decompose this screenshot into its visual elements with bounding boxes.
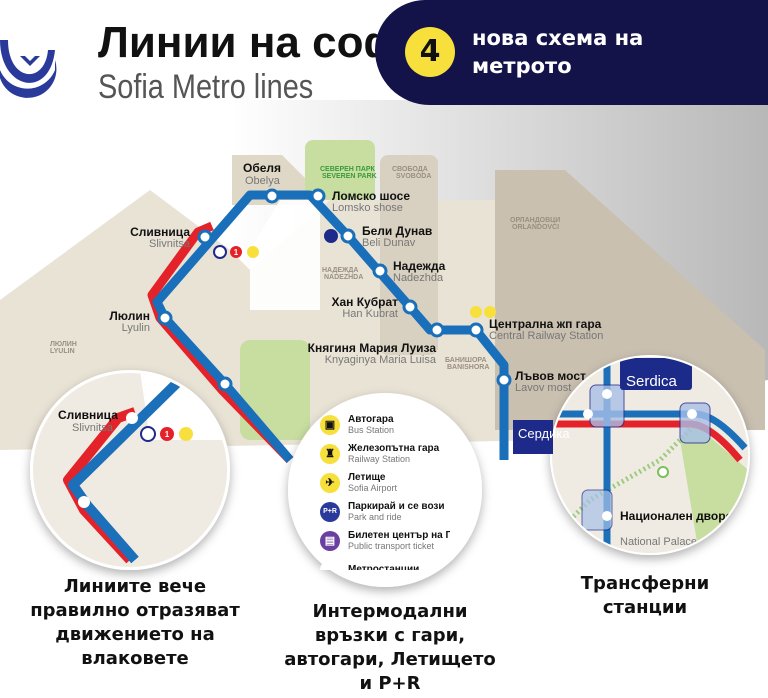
district-label: NADEZHDA [324,274,363,281]
caption-lines: Линиите вече правилно отразяват движение… [30,576,240,669]
svg-text:Княгиня Мария Луиза: Княгиня Мария Луиза [308,341,437,355]
bus-icon [247,246,259,258]
svg-text:1: 1 [165,430,170,439]
legend-label: Паркирай и се вози [348,500,445,512]
district-label: SVOBODA [396,173,431,180]
svg-text:Хан Кубрат: Хан Кубрат [331,295,398,309]
svg-text:Slivnitsa: Slivnitsa [149,238,191,250]
ticket-icon: ▤ [320,530,340,551]
svg-text:Обеля: Обеля [243,161,281,175]
page-title: Линии на софия [98,18,378,67]
svg-text:Сливница: Сливница [130,225,190,239]
caption-transfers: Трансферни станции [580,573,710,618]
svg-text:Ломско шосе: Ломско шосе [332,189,410,203]
legend-label: Летище [348,471,386,483]
legend-item: Метростанции [320,555,450,570]
district-label: SEVEREN PARK [322,173,377,180]
line-badge-text: 1 [234,248,239,257]
svg-text:Obelya: Obelya [245,175,281,187]
svg-text:Central Railway Station: Central Railway Station [489,330,603,342]
svg-text:Национален дворец на култ: Национален дворец на култ [620,509,768,523]
legend-label: Автогара [348,413,394,425]
svg-text:Сливница: Сливница [58,408,118,422]
svg-text:Лъвов мост: Лъвов мост [515,369,586,383]
svg-text:Бели Дунав: Бели Дунав [362,224,432,238]
district-label: БАНИШОРА [445,357,487,364]
district-label: ORLANDOVCI [512,224,559,231]
banner-text: нова схема на метрото [472,26,644,78]
svg-text:Lomsko shose: Lomsko shose [332,202,403,214]
page-subtitle: Sofia Metro lines [98,68,314,106]
line-badge [230,246,242,258]
svg-text:Nadezhda: Nadezhda [393,272,444,284]
svg-text:Люлин: Люлин [109,309,150,323]
legend-label: Метростанции [348,564,420,570]
metro-icon [320,559,340,570]
svg-text:Slivnitsa: Slivnitsa [72,422,114,434]
bus-icon [484,306,496,318]
svg-text:Надежда: Надежда [393,259,446,273]
district-label: СВОБОДА [392,166,428,173]
svg-text:National Palace: National Palace [620,536,697,548]
svg-text:Beli Dunav: Beli Dunav [362,237,416,249]
legend-label: Билетен център на ГТ [348,529,450,541]
district-label: СЕВЕРЕН ПАРК [320,166,376,173]
legend-sublabel: Sofia Airport [348,482,398,493]
train-icon [470,306,482,318]
station-markers [157,188,512,392]
svg-text:Lavov most: Lavov most [515,382,571,394]
bus-icon: ▣ [320,414,340,435]
park-ride-icon: P+R [320,501,340,522]
legend-sublabel: Public transport ticket [348,540,435,551]
legend-sublabel: Park and ride [348,511,402,522]
legend-sublabel: Railway Station [348,453,411,464]
number-badge: 4 [405,27,455,77]
district-label: ЛЮЛИН [50,341,77,348]
metro-icon [213,245,227,259]
header-banner: 4 нова схема на метрото [375,0,768,105]
svg-text:Lyulin: Lyulin [122,322,150,334]
logo [0,48,57,98]
caption-intermodal: Интермодални връзки с гари, автогари, Ле… [284,601,496,694]
svg-text:Serdica: Serdica [626,373,678,390]
district-label: ОРЛАНДОВЦИ [510,217,560,224]
svg-text:Централна жп гара: Централна жп гара [489,317,602,331]
airplane-icon: ✈ [320,472,340,493]
district-label: LYULIN [50,348,75,355]
svg-text:Han Kubrat: Han Kubrat [342,308,398,320]
train-icon: ♜ [320,443,340,464]
district-label: BANISHORA [447,364,489,371]
legend-label: Железопътна гара [348,442,440,454]
svg-text:Knyaginya Maria Luisa: Knyaginya Maria Luisa [325,354,437,366]
metro-logo-icon [0,40,55,83]
district-label: НАДЕЖДА [322,267,358,274]
serdica-label: Сердика [518,426,570,441]
park-ride-icon [324,229,338,243]
legend-sublabel: Bus Station [348,424,395,435]
